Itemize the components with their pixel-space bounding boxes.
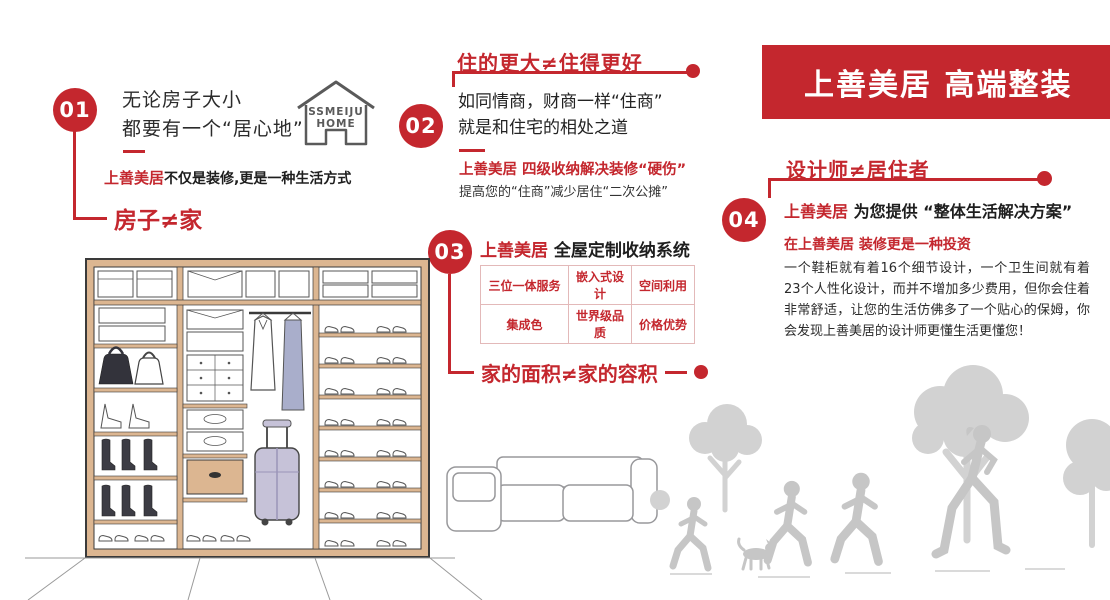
point1-number-badge: 01 [53, 88, 97, 132]
benefit-cell: 集成色 [480, 304, 569, 344]
benefits-table: 三位一体服务 嵌入式设计 空间利用 集成色 世界级品质 价格优势 [480, 265, 695, 344]
logo-line1: SSMEIJU [308, 106, 364, 118]
connector-line [73, 216, 107, 220]
point2-accent-dash [459, 149, 485, 152]
point3-connector-dot [693, 365, 708, 379]
point3-number-badge: 03 [428, 230, 472, 274]
point3-connector-line [448, 274, 451, 372]
wardrobe-illustration [85, 258, 430, 558]
point3-tagline: 家的面积≠家的容积 [481, 361, 658, 386]
jogger-silhouette [931, 425, 1011, 559]
point4-brand-line: 上善美居 为您提供 “整体生活解决方案” [784, 198, 1072, 222]
child-silhouette [763, 480, 812, 567]
point4-number-badge: 04 [722, 198, 766, 242]
point2-highlight: 上善美居 四级收纳解决装修“硬伤” [459, 162, 687, 178]
brand-name: 上善美居 [480, 241, 548, 261]
point3-number: 03 [434, 240, 466, 264]
point1-tagline: 房子≠家 [114, 208, 203, 234]
tree-silhouettes [650, 365, 1110, 548]
connector-line [664, 370, 687, 374]
brand-banner: 上善美居 高端整装 [762, 45, 1110, 119]
benefit-cell: 价格优势 [631, 304, 695, 344]
point2-body-line1: 如同情商，财商一样“住商” [458, 92, 663, 112]
point2-number-badge: 02 [399, 104, 443, 148]
point1-tagline-row: 房子≠家 [73, 202, 202, 234]
point4-highlight: 在上善美居 装修更是一种投资 [784, 237, 971, 253]
ground-dashes [670, 568, 1065, 578]
floor-perspective-lines [25, 557, 483, 600]
point4-number: 04 [728, 208, 760, 232]
brand-name: 上善美居 [784, 202, 849, 221]
point2-connector-dot [686, 64, 700, 78]
benefit-cell: 嵌入式设计 [568, 265, 632, 305]
point1-connector-line [73, 130, 76, 218]
sofa-illustration [446, 456, 658, 532]
point4-paragraph: 一个鞋柜就有着16个细节设计，一个卫生间就有着23个人性化设计，而并不增加多少费… [784, 261, 1090, 340]
benefit-cell: 世界级品质 [568, 304, 632, 344]
point1-heading-line1: 无论房子大小 [122, 89, 243, 111]
point1-number: 01 [59, 98, 91, 122]
point2-underline [452, 71, 688, 74]
benefit-cell: 三位一体服务 [480, 265, 569, 305]
point1-heading-line2: 都要有一个“居心地” [122, 117, 304, 140]
point2-body-line2: 就是和住宅的相处之道 [458, 117, 628, 138]
point3-title-rest: 全屋定制收纳系统 [548, 241, 690, 261]
point3-tagline-row: 家的面积≠家的容积 [448, 356, 708, 388]
point4-underline [768, 178, 1040, 181]
point4-solution: “整体生活解决方案” [923, 202, 1073, 221]
silhouettes-illustration [650, 365, 1110, 578]
banner-title: 上善美居 高端整装 [804, 68, 1073, 103]
logo-line2: HOME [316, 118, 355, 130]
point2-note: 提高您的“住商”减少居住“二次公摊” [459, 185, 668, 200]
point2-connector-line [452, 71, 455, 87]
point3-title: 上善美居 全屋定制收纳系统 [480, 236, 690, 261]
point2-number: 02 [405, 114, 437, 138]
point1-accent-dash [123, 150, 145, 153]
ssmeiju-home-logo-icon: SSMEIJU HOME [297, 80, 375, 146]
brand-name: 上善美居 [104, 169, 165, 187]
point4-connector-line [768, 178, 771, 198]
point2-body: 如同情商，财商一样“住商” 就是和住宅的相处之道 [458, 90, 663, 141]
child-silhouette [830, 472, 883, 566]
connector-line [448, 370, 474, 374]
point1-slogan: 上善美居不仅是装修,更是一种生活方式 [104, 167, 351, 188]
point4-connector-dot [1037, 171, 1052, 186]
dog-silhouette [737, 537, 775, 571]
slogan-text: 不仅是装修,更是一种生活方式 [164, 171, 352, 187]
point1-heading: 无论房子大小 都要有一个“居心地” [122, 86, 304, 143]
benefit-cell: 空间利用 [631, 265, 695, 305]
child-silhouette [669, 497, 712, 572]
point4-provide: 为您提供 [848, 202, 924, 221]
